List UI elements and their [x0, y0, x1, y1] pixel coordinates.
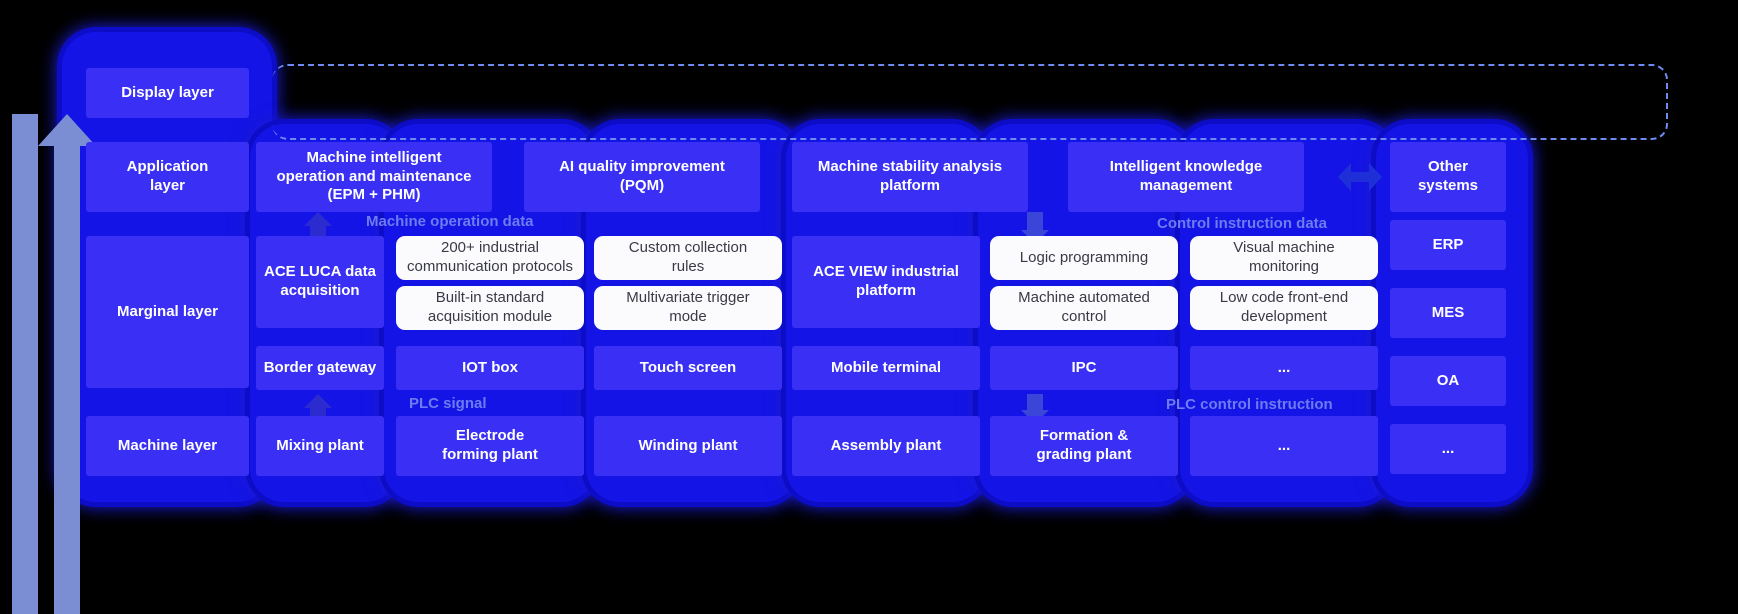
layer-label-marginal: Marginal layer [86, 236, 249, 388]
layer-label-machine: Machine layer [86, 416, 249, 476]
layer-label-display: Display layer [86, 68, 249, 118]
machine-more[interactable]: ... [1190, 416, 1378, 476]
bidirectional-arrow-icon [1338, 162, 1382, 192]
display-layer-dashed-frame [272, 64, 1668, 140]
app-card-ai-quality[interactable]: AI quality improvement(PQM) [524, 142, 760, 212]
machine-winding-plant[interactable]: Winding plant [594, 416, 782, 476]
upward-flow-arrow-shaft [54, 142, 80, 614]
device-iot-box[interactable]: IOT box [396, 346, 584, 390]
device-mobile-terminal[interactable]: Mobile terminal [792, 346, 980, 390]
device-border-gateway[interactable]: Border gateway [256, 346, 384, 390]
machine-assembly-plant[interactable]: Assembly plant [792, 416, 980, 476]
marginal-card-logic-programming[interactable]: Logic programming [990, 236, 1178, 280]
clipped-side-label: tion [0, 82, 30, 101]
machine-mixing-plant[interactable]: Mixing plant [256, 416, 384, 476]
band-label-plc-control-instruction: PLC control instruction [1166, 396, 1333, 413]
downward-flow-arrow [12, 114, 38, 614]
band-label-plc-signal: PLC signal [409, 395, 487, 412]
band-label-machine-operation-data: Machine operation data [366, 213, 534, 230]
band-label-control-instruction-data: Control instruction data [1157, 215, 1327, 232]
upward-flow-arrow-head [38, 114, 96, 146]
external-erp[interactable]: ERP [1390, 220, 1506, 270]
external-more[interactable]: ... [1390, 424, 1506, 474]
device-ipc[interactable]: IPC [990, 346, 1178, 390]
device-touch-screen[interactable]: Touch screen [594, 346, 782, 390]
external-mes[interactable]: MES [1390, 288, 1506, 338]
device-more[interactable]: ... [1190, 346, 1378, 390]
flow-arrows [8, 114, 96, 614]
machine-formation-plant[interactable]: Formation &grading plant [990, 416, 1178, 476]
external-oa[interactable]: OA [1390, 356, 1506, 406]
